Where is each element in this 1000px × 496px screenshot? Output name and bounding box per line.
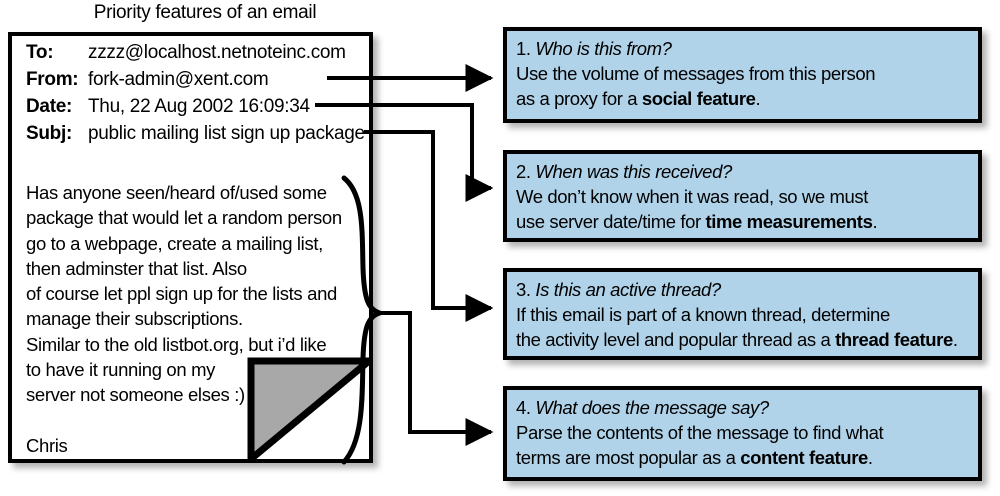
callout-2-body-bold: time measurements [705, 211, 873, 232]
callout-1-body-after: . [755, 88, 761, 109]
callout-2-body-after: . [872, 211, 878, 232]
callout-3-body: If this email is part of a known thread,… [516, 302, 970, 352]
callout-4-body-after: . [867, 447, 873, 468]
callout-3-body-before: If this email is part of a known thread,… [516, 304, 890, 350]
email-header-row-subj: Subj: public mailing list sign up packag… [26, 123, 371, 150]
callout-3-question: 3. Is this an active thread? [516, 277, 970, 302]
email-header-label-from: From: [26, 69, 79, 90]
email-header-block: To: zzzz@localhost.netnoteinc.com From: … [26, 42, 371, 150]
callout-2-body-before: We don’t know when it was read, so we mu… [516, 186, 868, 232]
page-fold-corner-icon [247, 357, 373, 463]
callout-2-body: We don’t know when it was read, so we mu… [516, 184, 970, 234]
callout-box-4: 4. What does the message say? Parse the … [503, 386, 982, 481]
email-header-value-subj: public mailing list sign up package [88, 123, 365, 144]
callout-4-question-text: What does the message say? [535, 397, 769, 418]
callout-4-question: 4. What does the message say? [516, 395, 970, 420]
callout-3-number: 3. [516, 279, 531, 300]
callout-4-body: Parse the contents of the message to fin… [516, 420, 970, 470]
email-header-label-to: To: [26, 42, 54, 63]
email-body-text: Has anyone seen/heard of/used some packa… [26, 182, 342, 456]
callout-1-number: 1. [516, 38, 531, 59]
email-header-row-date: Date: Thu, 22 Aug 2002 16:09:34 [26, 96, 371, 123]
email-header-value-from: fork-admin@xent.com [88, 69, 269, 90]
callout-2-question: 2. When was this received? [516, 159, 970, 184]
connector-subj-to-callout-3 [364, 130, 494, 322]
email-header-row-from: From: fork-admin@xent.com [26, 69, 371, 96]
callout-box-2: 2. When was this received? We don’t know… [503, 150, 982, 242]
callout-2-number: 2. [516, 161, 531, 182]
callout-1-question-text: Who is this from? [535, 38, 672, 59]
figure-title: Priority features of an email [93, 2, 317, 23]
callout-4-body-bold: content feature [740, 447, 868, 468]
connector-body-to-callout-4 [377, 311, 494, 446]
callout-2-question-text: When was this received? [535, 161, 732, 182]
email-header-value-date: Thu, 22 Aug 2002 16:09:34 [88, 96, 310, 117]
callout-1-body: Use the volume of messages from this per… [516, 61, 970, 111]
email-sheet: To: zzzz@localhost.netnoteinc.com From: … [8, 32, 373, 463]
callout-3-body-after: . [952, 329, 958, 350]
callout-1-body-bold: social feature [641, 88, 756, 109]
callout-1-question: 1. Who is this from? [516, 36, 970, 61]
email-header-label-subj: Subj: [26, 123, 72, 144]
callout-4-body-before: Parse the contents of the message to fin… [516, 422, 884, 468]
email-header-row-to: To: zzzz@localhost.netnoteinc.com [26, 42, 371, 69]
callout-3-question-text: Is this an active thread? [535, 279, 721, 300]
callout-1-body-before: Use the volume of messages from this per… [516, 63, 876, 109]
callout-3-body-bold: thread feature [835, 329, 953, 350]
email-header-label-date: Date: [26, 96, 73, 117]
callout-box-3: 3. Is this an active thread? If this ema… [503, 268, 982, 360]
callout-box-1: 1. Who is this from? Use the volume of m… [503, 27, 982, 123]
callout-4-number: 4. [516, 397, 531, 418]
email-header-value-to: zzzz@localhost.netnoteinc.com [88, 42, 346, 63]
